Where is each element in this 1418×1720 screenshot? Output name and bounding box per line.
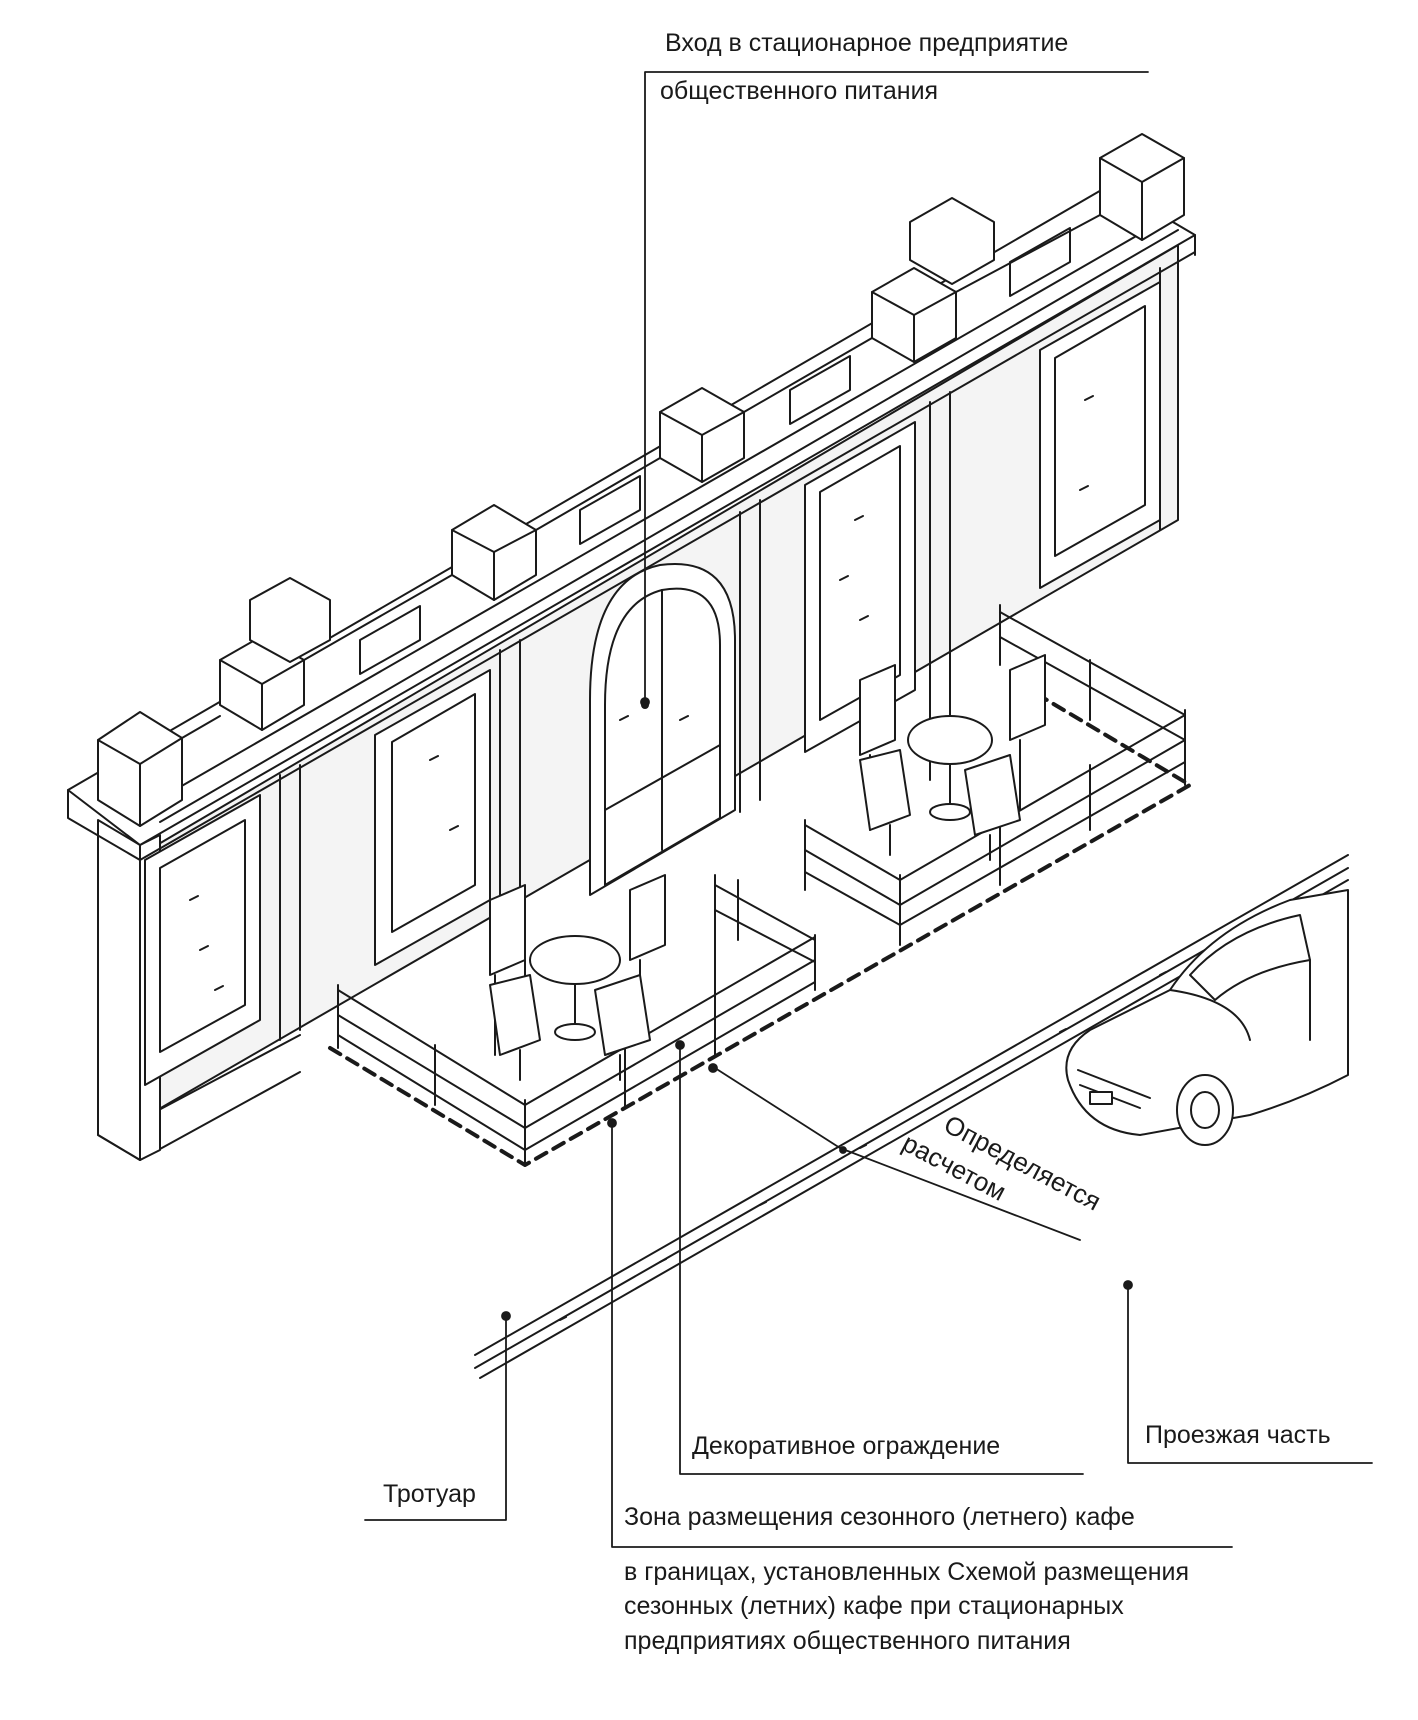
table-right	[907, 715, 993, 821]
table-left	[529, 935, 621, 1041]
leader-zone	[607, 1118, 1233, 1548]
cafe-zone-boundary	[328, 688, 1192, 1167]
building-facade	[67, 133, 1196, 1161]
road-label: Проезжая часть	[1145, 1421, 1331, 1449]
fence-front-left	[337, 874, 816, 1166]
fence-front-right	[804, 604, 1186, 946]
cafe-furniture	[489, 654, 1046, 1081]
leader-sidewalk	[364, 1311, 511, 1521]
zone-label-line1: Зона размещения сезонного (летнего) кафе	[624, 1503, 1135, 1531]
facade-corner-pier	[97, 819, 141, 1161]
leader-fence	[675, 1040, 1084, 1475]
leader-entrance	[640, 71, 1149, 707]
decorative-fence	[337, 604, 1186, 1166]
zone-label-line2: в границах, установленных Схемой размеще…	[624, 1558, 1190, 1586]
sidewalk-label: Тротуар	[383, 1480, 476, 1508]
chairs-right	[859, 654, 1046, 861]
parapet-panels	[181, 214, 1101, 739]
entrance-label-line1: Вход в стационарное предприятие	[665, 29, 1069, 57]
window-4	[1039, 281, 1161, 589]
zone-label-line4: предприятиях общественного питания	[624, 1627, 1071, 1655]
leader-road	[1123, 1280, 1373, 1464]
calc-label: Определяется расчетом	[898, 1109, 1106, 1217]
car	[1065, 889, 1349, 1146]
window-1	[144, 794, 261, 1086]
entrance-label-line2: общественного питания	[660, 77, 939, 105]
leader-calc	[708, 1063, 1081, 1241]
fence-label: Декоративное ограждение	[692, 1432, 1001, 1460]
parapet	[97, 133, 1185, 827]
zone-label-line3: сезонных (летних) кафе при стационарных	[624, 1592, 1124, 1620]
arched-entrance-door	[589, 562, 736, 896]
leader-lines	[364, 71, 1373, 1548]
chairs-left	[489, 874, 666, 1081]
